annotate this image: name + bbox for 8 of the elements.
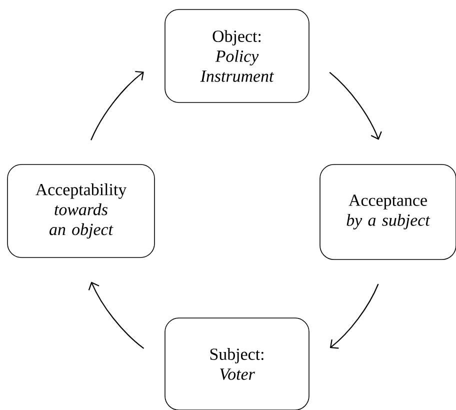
concept-box: Object: Policy Instrument [164, 9, 310, 103]
concept-box: Acceptability towards an object [7, 164, 155, 258]
arrow [90, 70, 144, 140]
arrow [329, 72, 382, 140]
arrow [88, 282, 144, 349]
concept-box: Acceptance by a subject [320, 164, 456, 260]
arrow [330, 284, 379, 349]
concept-box: Subject: Voter [164, 318, 310, 410]
